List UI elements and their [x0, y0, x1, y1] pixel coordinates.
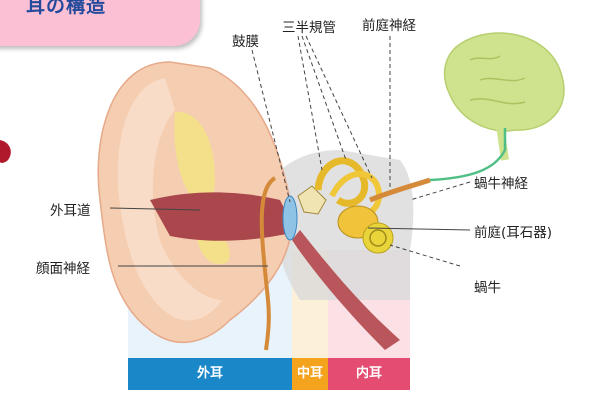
eardrum: [283, 196, 297, 240]
label-ganmen-shinkei: 顔面神経: [36, 257, 90, 277]
cochlea-shape: [363, 223, 393, 253]
label-zentei: 前庭(耳石器): [474, 221, 552, 241]
edge-decoration: [0, 140, 11, 163]
label-kagyu: 蝸牛: [474, 276, 501, 296]
leader-sanhankikan-2: [302, 36, 346, 160]
band-label-outer: 外耳: [128, 358, 292, 390]
label-gaijido: 外耳道: [50, 199, 91, 219]
brain: [445, 33, 564, 131]
leader-sanhankikan-1: [298, 36, 322, 170]
label-kagyu-shinkei: 蝸牛神経: [474, 172, 528, 192]
label-zentei-shinkei: 前庭神経: [362, 14, 416, 34]
label-komaku: 鼓膜: [232, 30, 259, 50]
band-label-inner: 内耳: [328, 358, 410, 390]
band-label-middle: 中耳: [292, 358, 328, 390]
ear-canal: [150, 192, 296, 240]
label-sanhankikan: 三半規管: [282, 16, 336, 36]
